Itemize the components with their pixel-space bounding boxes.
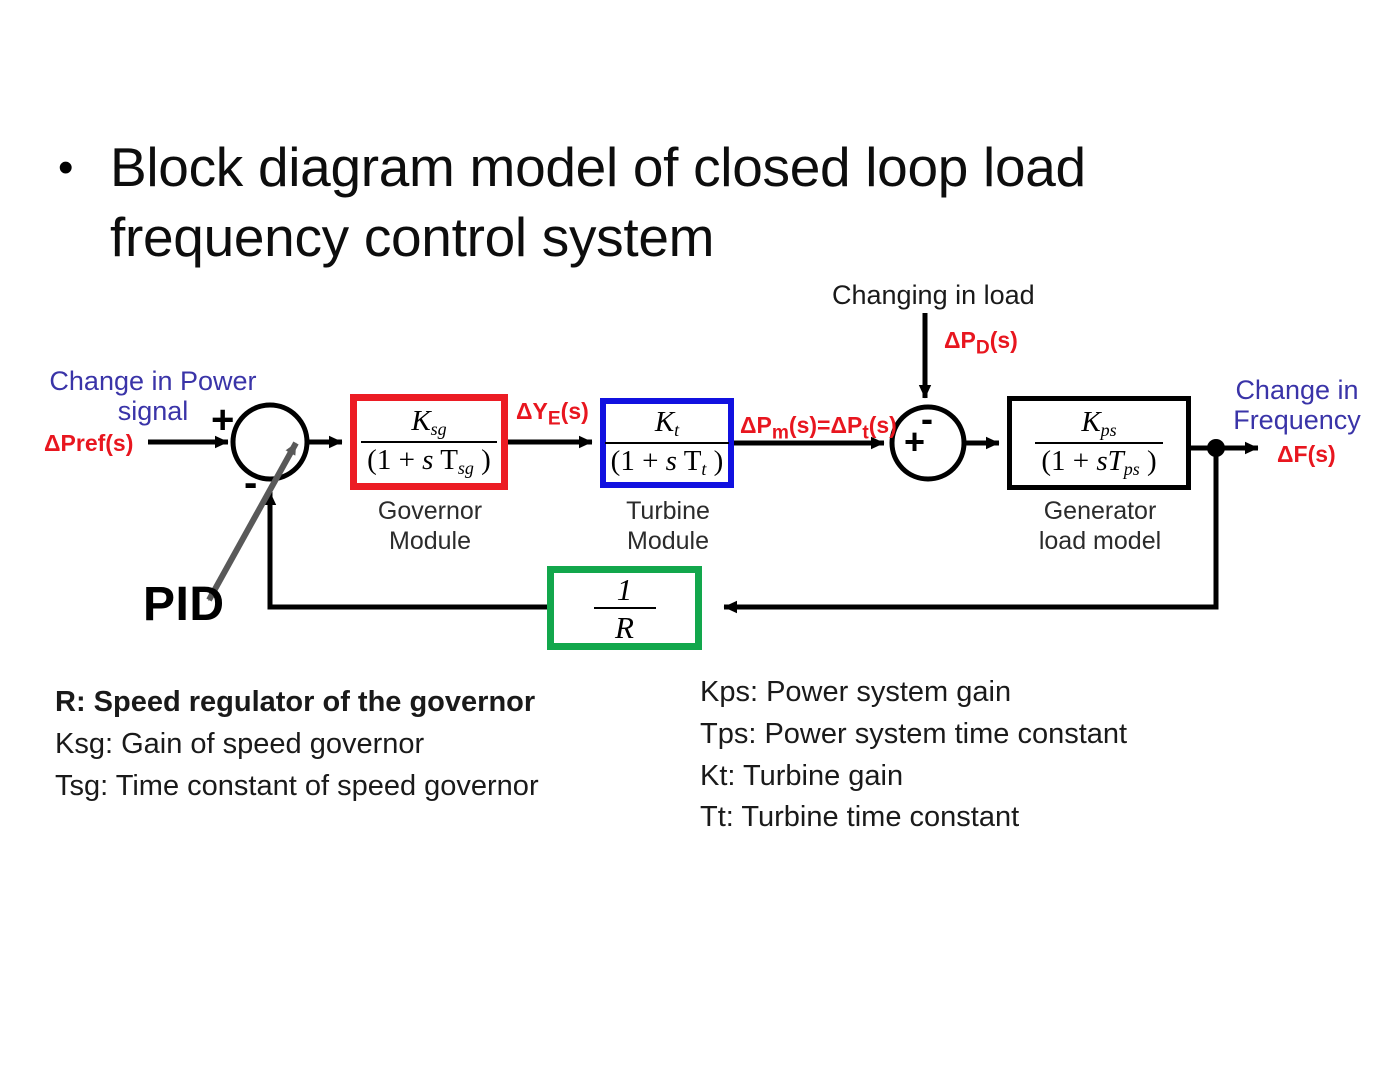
legend-right: Kps: Power system gain Tps: Power system…	[700, 672, 1127, 839]
turbine-caption-line1: Turbine	[626, 497, 710, 525]
regulator-denominator: R	[615, 609, 634, 645]
governor-caption: Governor Module	[340, 497, 520, 556]
change-in-power-line2: signal	[117, 395, 189, 426]
speed-regulator-block[interactable]: 1 R	[547, 566, 702, 650]
change-in-power-label: Change in Power signal	[42, 366, 264, 426]
delta-pm-label: ΔPm(s)=ΔPt(s)	[740, 412, 897, 444]
bullet-icon: •	[58, 143, 74, 192]
delta-ye-label: ΔYE(s)	[516, 398, 589, 430]
fraction-bar	[1035, 441, 1163, 444]
fraction-bar	[361, 440, 497, 443]
governor-numerator: Ksg	[411, 405, 447, 440]
sum1-plus-sign: +	[211, 398, 235, 442]
generator-transfer-function: Kps (1 + sTps )	[1035, 406, 1163, 479]
generator-denominator: (1 + sTps )	[1041, 444, 1157, 479]
turbine-denominator: (1 + s Tt )	[610, 444, 724, 479]
output-branch-node	[1207, 439, 1225, 457]
legend-left-item-2: Tsg: Time constant of speed governor	[55, 769, 539, 802]
regulator-transfer-function: 1 R	[593, 571, 656, 645]
governor-denominator: (1 + s Tsg )	[367, 443, 491, 478]
generator-caption: Generator load model	[1000, 497, 1200, 556]
delta-pref-label: ΔPref(s)	[44, 430, 134, 456]
delta-f-label: ΔF(s)	[1277, 441, 1336, 467]
legend-left-item-0: R: Speed regulator of the governor	[55, 686, 536, 718]
legend-right-item-2: Kt: Turbine gain	[700, 759, 904, 792]
governor-caption-line2: Module	[389, 526, 471, 555]
turbine-caption-line2: Module	[627, 526, 709, 555]
fraction-bar	[604, 441, 730, 444]
change-in-frequency-label: Change in Frequency	[1232, 375, 1362, 435]
legend-right-item-0: Kps: Power system gain	[700, 676, 1012, 708]
changing-in-load-label: Changing in load	[832, 280, 1035, 310]
turbine-numerator: Kt	[654, 406, 680, 441]
generator-load-block[interactable]: Kps (1 + sTps )	[1007, 396, 1191, 490]
turbine-block[interactable]: Kt (1 + s Tt )	[600, 398, 734, 488]
change-in-frequency-line2: Frequency	[1233, 404, 1361, 435]
governor-block[interactable]: Ksg (1 + s Tsg )	[350, 394, 508, 490]
fraction-bar	[593, 606, 656, 609]
turbine-caption: Turbine Module	[592, 497, 744, 556]
regulator-numerator: 1	[616, 571, 633, 607]
change-in-frequency-line1: Change in	[1235, 375, 1359, 405]
pid-annotation-label: PID	[143, 578, 225, 631]
legend-right-item-3: Tt: Turbine time constant	[700, 801, 1020, 834]
sum1-minus-sign: -	[244, 461, 258, 505]
legend-left: R: Speed regulator of the governor Ksg: …	[55, 682, 539, 807]
legend-right-item-1: Tps: Power system time constant	[700, 717, 1128, 750]
change-in-power-line1: Change in Power	[49, 366, 257, 396]
turbine-transfer-function: Kt (1 + s Tt )	[604, 406, 730, 479]
sum2-plus-sign: +	[904, 421, 926, 462]
delta-pd-label: ΔPD(s)	[944, 327, 1018, 359]
sum2-minus-sign: -	[921, 398, 933, 439]
generator-caption-line1: Generator	[1043, 497, 1157, 525]
generator-caption-line2: load model	[1038, 526, 1162, 555]
page-title: • Block diagram model of closed loop loa…	[48, 132, 1228, 273]
governor-caption-line1: Governor	[377, 497, 483, 525]
title-text: Block diagram model of closed loop load …	[110, 136, 1086, 269]
legend-left-item-1: Ksg: Gain of speed governor	[55, 727, 425, 760]
governor-transfer-function: Ksg (1 + s Tsg )	[361, 405, 497, 478]
generator-numerator: Kps	[1081, 406, 1117, 441]
